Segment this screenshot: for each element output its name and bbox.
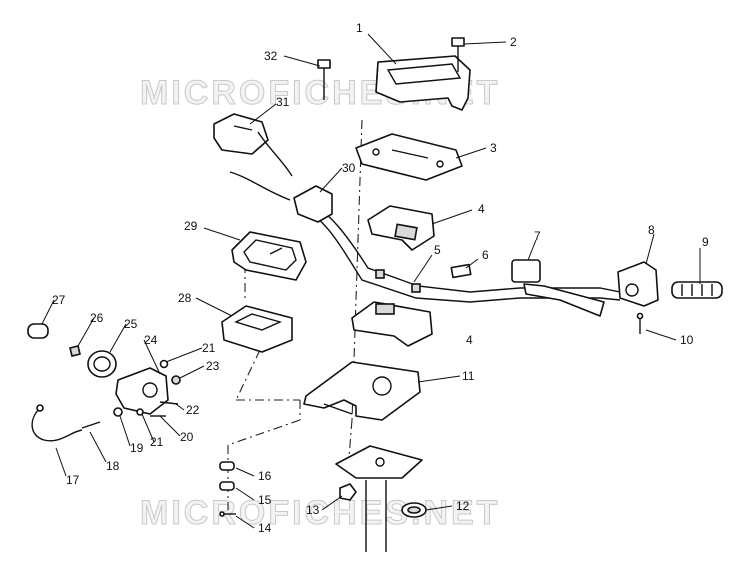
callout-17: 17 bbox=[66, 473, 80, 487]
callout-26: 26 bbox=[90, 311, 104, 325]
leader-lines bbox=[41, 33, 701, 529]
callout-30: 30 bbox=[342, 161, 356, 175]
callout-labels: 1 2 3 4 4 5 6 7 8 9 10 11 12 13 14 15 16… bbox=[52, 21, 709, 535]
callout-32: 32 bbox=[264, 49, 278, 63]
bulb-socket bbox=[27, 323, 49, 339]
callout-12: 12 bbox=[456, 499, 470, 513]
mount-bracket bbox=[303, 361, 421, 421]
gauge-bracket bbox=[115, 367, 169, 415]
callout-2: 2 bbox=[510, 35, 517, 49]
callout-28: 28 bbox=[178, 291, 192, 305]
callout-10: 10 bbox=[680, 333, 694, 347]
callout-25: 25 bbox=[124, 317, 138, 331]
callout-6: 6 bbox=[482, 248, 489, 262]
callout-16: 16 bbox=[258, 469, 272, 483]
left-switch bbox=[213, 113, 293, 177]
callout-20: 20 bbox=[180, 430, 194, 444]
clip-15 bbox=[219, 481, 235, 491]
bolt-22 bbox=[159, 401, 179, 405]
nut-26 bbox=[69, 345, 81, 357]
callout-3: 3 bbox=[490, 141, 497, 155]
speedometer bbox=[231, 231, 307, 281]
callout-18: 18 bbox=[106, 459, 120, 473]
callout-15: 15 bbox=[258, 493, 272, 507]
clip-14 bbox=[219, 511, 236, 517]
callout-1: 1 bbox=[356, 21, 363, 35]
upper-clamp bbox=[367, 205, 435, 251]
callout-11: 11 bbox=[462, 369, 475, 383]
watermark-bottom: MICROFICHES.NET bbox=[140, 494, 500, 532]
washer-21b bbox=[136, 408, 144, 416]
callout-24: 24 bbox=[144, 333, 158, 347]
callout-14: 14 bbox=[258, 521, 272, 535]
washer-19 bbox=[113, 407, 123, 417]
speedo-cable bbox=[31, 404, 83, 442]
lower-clamp bbox=[351, 301, 433, 347]
nut-13 bbox=[339, 483, 357, 501]
handlebar-pad bbox=[375, 55, 471, 111]
switch-housing bbox=[229, 171, 333, 223]
bolt-32 bbox=[317, 59, 331, 100]
callout-23: 23 bbox=[206, 359, 220, 373]
brake-lever bbox=[511, 259, 605, 317]
clamp-plate bbox=[355, 133, 463, 181]
clamp-12 bbox=[401, 502, 427, 518]
callout-29: 29 bbox=[184, 219, 198, 233]
gasket-ring bbox=[87, 350, 117, 378]
callout-21-upper: 21 bbox=[202, 341, 216, 355]
nut-23 bbox=[171, 375, 181, 385]
callout-9: 9 bbox=[702, 235, 709, 249]
hand-grip bbox=[671, 281, 723, 299]
washer-21a bbox=[159, 359, 169, 369]
callout-7: 7 bbox=[534, 229, 541, 243]
bolt-2 bbox=[451, 37, 465, 72]
callout-4-upper: 4 bbox=[478, 202, 485, 216]
callout-27: 27 bbox=[52, 293, 66, 307]
screw-10 bbox=[636, 312, 644, 334]
callout-19: 19 bbox=[130, 441, 144, 455]
handlebar bbox=[299, 195, 621, 303]
callout-13: 13 bbox=[306, 503, 320, 517]
callout-4-lower: 4 bbox=[466, 333, 473, 347]
gauge-housing bbox=[221, 305, 293, 353]
throttle-housing bbox=[617, 261, 659, 307]
callout-5: 5 bbox=[434, 243, 441, 257]
callout-31: 31 bbox=[276, 95, 290, 109]
clip-16 bbox=[219, 461, 235, 471]
callout-21-lower: 21 bbox=[150, 435, 164, 449]
bolt-18 bbox=[81, 421, 101, 429]
callout-22: 22 bbox=[186, 403, 200, 417]
callout-8: 8 bbox=[648, 223, 655, 237]
steering-stem bbox=[335, 445, 423, 552]
